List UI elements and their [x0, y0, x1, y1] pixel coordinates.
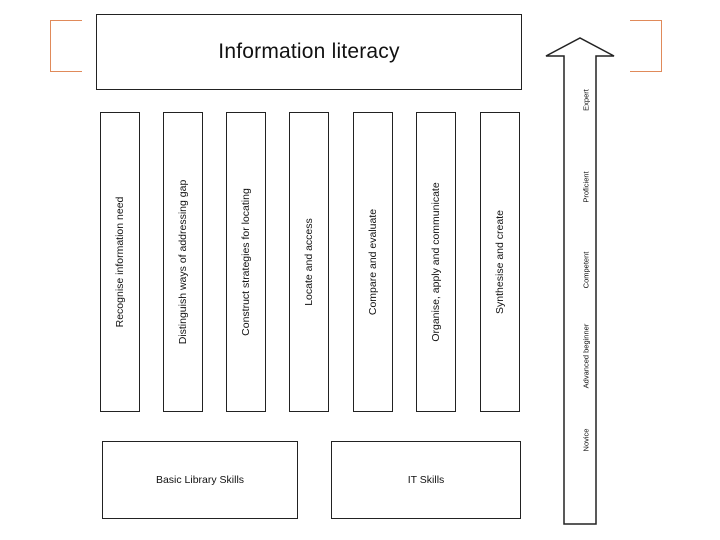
right-bracket-decoration — [630, 20, 662, 72]
diagram-title: Information literacy — [218, 40, 400, 63]
basic-library-skills-box: Basic Library Skills — [102, 441, 298, 519]
pillar-label: Distinguish ways of addressing gap — [177, 179, 189, 345]
foundation-label: Basic Library Skills — [155, 474, 245, 486]
pillar-recognise: Recognise information need — [100, 112, 140, 412]
pillar-construct: Construct strategies for locating — [226, 112, 266, 412]
pillar-label: Locate and access — [303, 218, 315, 306]
level-label: Expert — [581, 89, 591, 111]
information-literacy-box: Information literacy — [96, 14, 522, 90]
pillar-locate: Locate and access — [289, 112, 329, 412]
pillar-synthesise: Synthesise and create — [480, 112, 520, 412]
level-label: Proficient — [581, 171, 591, 203]
it-skills-box: IT Skills — [331, 441, 521, 519]
pillar-label: Recognise information need — [114, 196, 126, 328]
level-label: Competent — [581, 251, 591, 289]
progression-arrow — [545, 37, 615, 525]
pillar-distinguish: Distinguish ways of addressing gap — [163, 112, 203, 412]
pillar-compare: Compare and evaluate — [353, 112, 393, 412]
pillar-organise: Organise, apply and communicate — [416, 112, 456, 412]
pillar-label: Organise, apply and communicate — [430, 182, 442, 342]
pillar-label: Compare and evaluate — [367, 208, 379, 316]
level-label: Novice — [581, 428, 591, 452]
foundation-label: IT Skills — [407, 474, 445, 486]
pillar-label: Construct strategies for locating — [240, 188, 252, 336]
pillar-label: Synthesise and create — [494, 210, 506, 314]
left-bracket-decoration — [50, 20, 82, 72]
level-label: Advanced beginner — [581, 323, 591, 389]
